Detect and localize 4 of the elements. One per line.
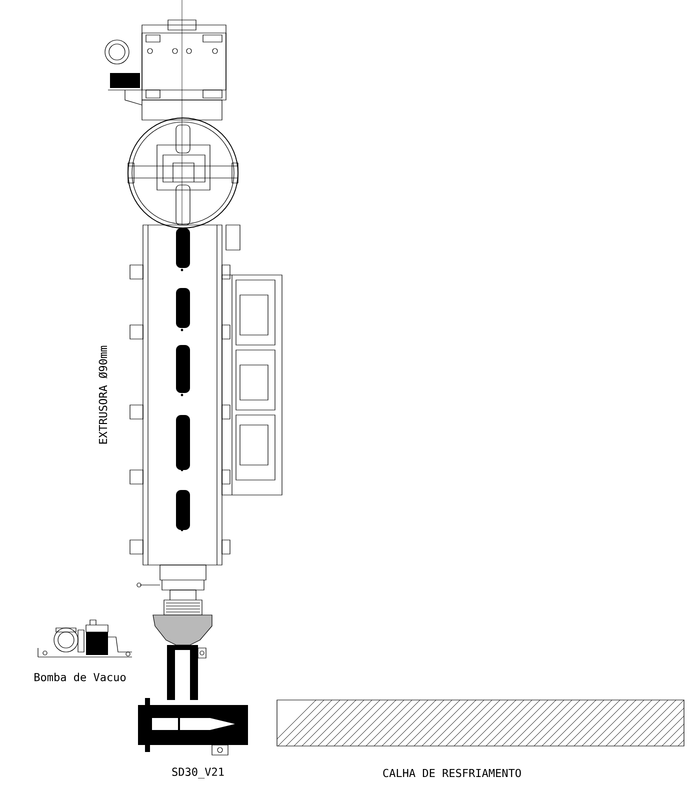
part-label: Bomba de Vacuo <box>34 672 126 682</box>
part-label: EXTRUSORA Ø90mm <box>98 346 108 444</box>
part-label: CALHA DE RESFRIAMENTO <box>383 768 521 778</box>
part-label: SD30_V21 <box>172 768 224 778</box>
